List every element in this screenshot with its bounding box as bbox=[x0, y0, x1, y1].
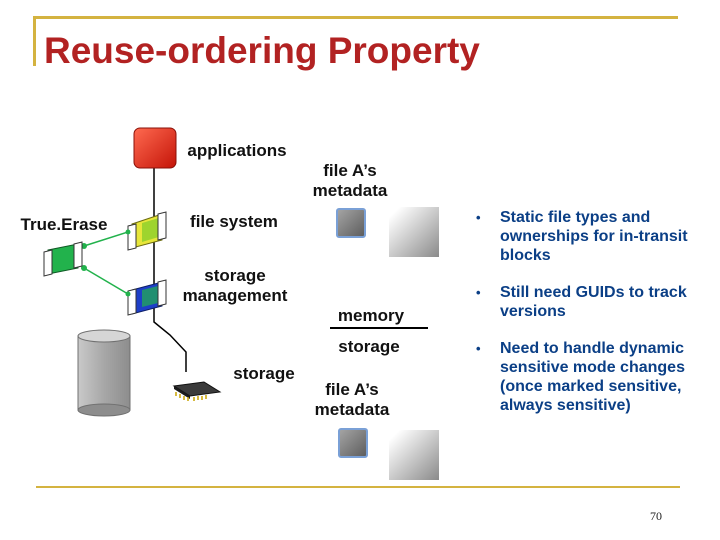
frame-top-line bbox=[33, 16, 678, 19]
chip-icon bbox=[172, 381, 222, 401]
storage-management-scroll-icon bbox=[127, 279, 167, 316]
slide-title: Reuse-ordering Property bbox=[44, 30, 480, 71]
bullet-dot-icon: • bbox=[476, 341, 481, 356]
gradient-block-icon bbox=[389, 430, 439, 480]
bullet-dot-icon: • bbox=[476, 210, 481, 225]
gradient-block-icon bbox=[389, 207, 439, 257]
metadata-square-icon bbox=[336, 208, 366, 238]
page-number: 70 bbox=[650, 509, 662, 523]
bullet-item: • Still need GUIDs to track versions bbox=[476, 284, 687, 320]
file-system-label: file system bbox=[190, 212, 278, 231]
trueerase-module-icon bbox=[43, 229, 131, 297]
applications-label: applications bbox=[187, 141, 287, 160]
trueerase-label: True.Erase bbox=[20, 215, 108, 234]
applications-block-icon bbox=[133, 127, 177, 169]
bullet-item: • Need to handle dynamic sensitive mode … bbox=[476, 340, 685, 414]
metadata-square-icon bbox=[338, 428, 368, 458]
metadata-label-top: file A’s metadata bbox=[312, 161, 388, 200]
storage-label-middle: storage bbox=[338, 337, 400, 356]
bullet-dot-icon: • bbox=[476, 285, 481, 300]
frame-bottom-line bbox=[36, 486, 680, 488]
metadata-label-bottom: file A’s metadata bbox=[314, 380, 390, 419]
file-system-scroll-icon bbox=[127, 211, 167, 251]
storage-label-left: storage bbox=[233, 364, 295, 383]
disk-cylinder-icon bbox=[77, 329, 131, 417]
storage-connector-line bbox=[153, 306, 187, 372]
frame-left-line bbox=[33, 16, 36, 66]
memory-storage-divider bbox=[330, 327, 428, 329]
bullet-item: • Static file types and ownerships for i… bbox=[476, 209, 688, 264]
bullet-list: • Static file types and ownerships for i… bbox=[476, 208, 712, 433]
storage-management-label: storage management bbox=[182, 266, 288, 305]
memory-label: memory bbox=[337, 306, 405, 325]
